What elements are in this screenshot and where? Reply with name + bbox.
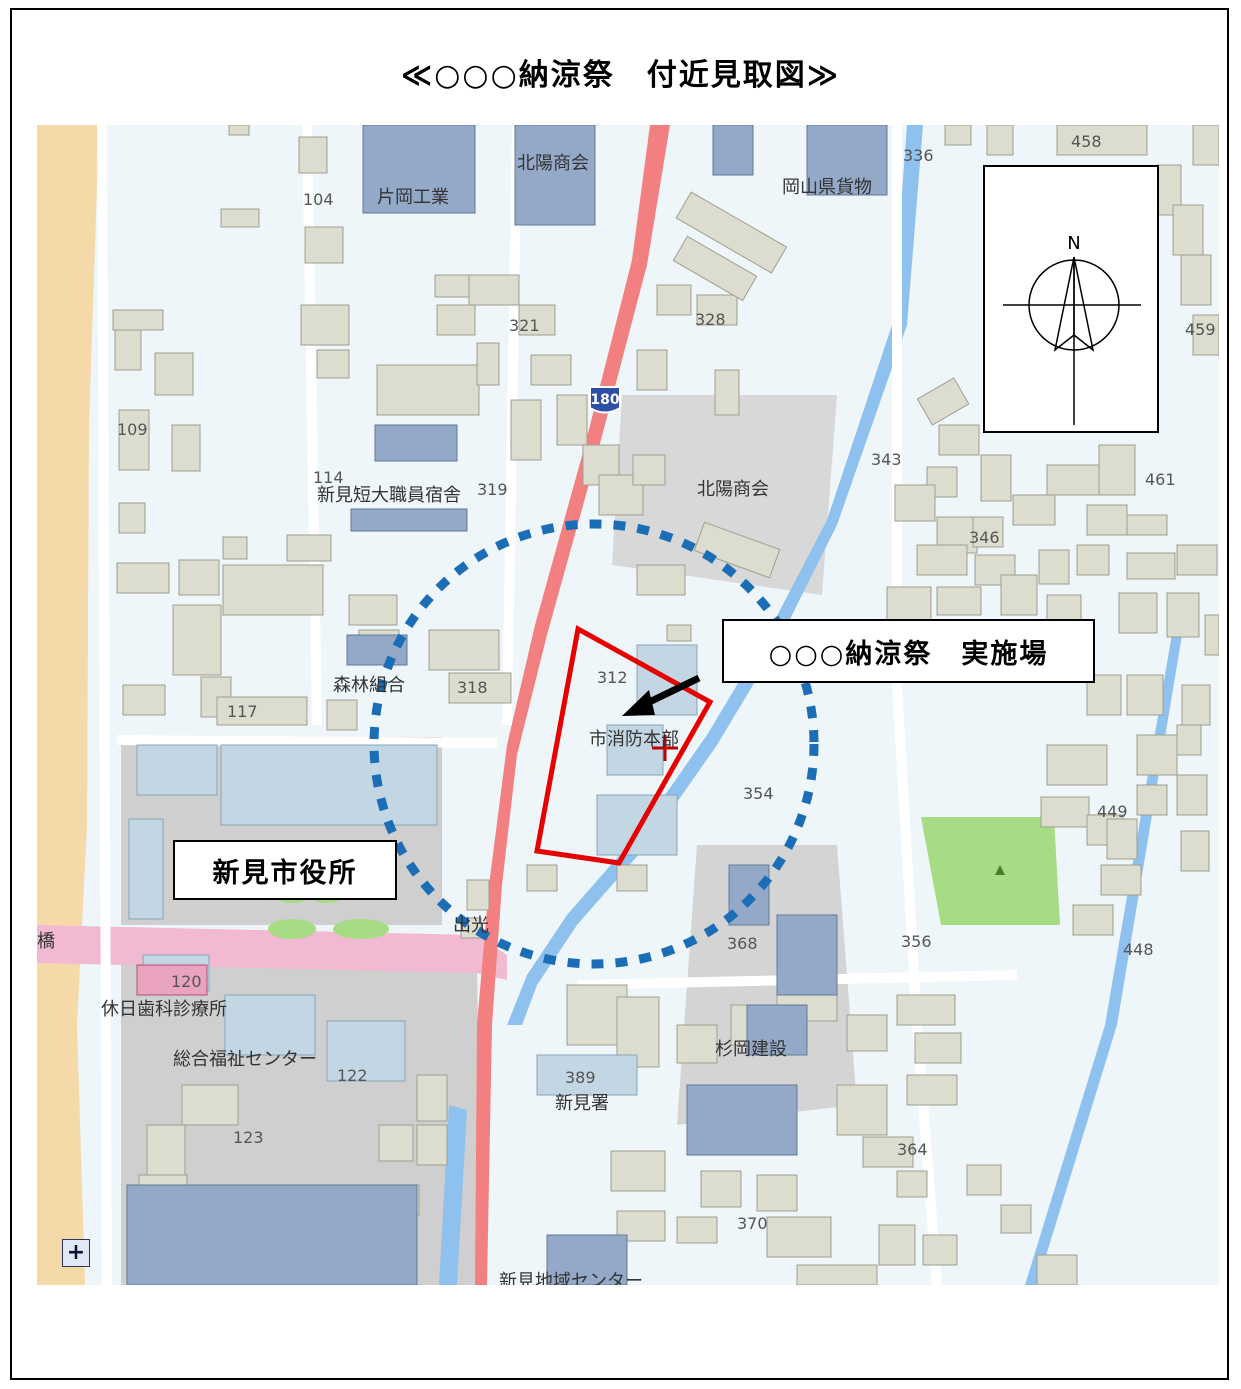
route-180-road xyxy=(475,125,670,1285)
label-sugioka: 杉岡建設 xyxy=(715,1039,787,1060)
lot-459: 459 xyxy=(1185,320,1216,339)
label-fire: 市消防本部 xyxy=(589,729,679,750)
lot-370: 370 xyxy=(737,1214,768,1233)
label-fukushi: 総合福祉センター xyxy=(173,1049,317,1070)
lot-343: 343 xyxy=(871,450,902,469)
lot-448: 448 xyxy=(1123,940,1154,959)
lot-117: 117 xyxy=(227,702,258,721)
lot-461: 461 xyxy=(1145,470,1176,489)
lot-109: 109 xyxy=(117,420,148,439)
city-hall-callout: 新見市役所 xyxy=(173,840,397,900)
public-buildings xyxy=(128,644,698,1096)
beach-area xyxy=(37,125,99,1285)
lot-346: 346 xyxy=(969,528,1000,547)
north-arrow-icon: N xyxy=(1003,233,1141,425)
map-labels: 片岡工業 北陽商会 岡山県貨物 北陽商会 新見短大職員宿舎 森林組合 市消防本部… xyxy=(37,132,1216,1285)
river-east xyxy=(1025,605,1187,1285)
lot-122: 122 xyxy=(337,1066,368,1085)
north-arrow-box: N xyxy=(983,165,1159,433)
park-icon xyxy=(995,865,1005,875)
lot-104: 104 xyxy=(303,190,334,209)
hospital-building xyxy=(136,964,208,996)
lot-114: 114 xyxy=(313,468,344,487)
label-okayama: 岡山県貨物 xyxy=(782,177,872,198)
label-shinrin: 森林組合 xyxy=(333,675,405,696)
lot-312: 312 xyxy=(597,668,628,687)
lot-449: 449 xyxy=(1097,802,1128,821)
lot-328: 328 xyxy=(695,310,726,329)
label-kyujitsu: 休日歯科診療所 xyxy=(101,999,227,1020)
lot-120: 120 xyxy=(171,972,202,991)
road-pink xyxy=(37,925,507,980)
venue-callout: ○○○納涼祭 実施場 xyxy=(722,619,1095,683)
venue-outline xyxy=(534,625,714,866)
lot-318: 318 xyxy=(457,678,488,697)
lot-123: 123 xyxy=(233,1128,264,1147)
lot-321: 321 xyxy=(509,316,540,335)
svg-text:180: 180 xyxy=(590,392,619,408)
lot-458: 458 xyxy=(1071,132,1102,151)
label-kataoka: 片岡工業 xyxy=(377,187,449,208)
lot-356: 356 xyxy=(901,932,932,951)
label-idemitsu: 出光 xyxy=(453,915,489,936)
lot-389: 389 xyxy=(565,1068,596,1087)
lot-354: 354 xyxy=(743,784,774,803)
page-title: ≪○○○納涼祭 付近見取図≫ xyxy=(400,58,841,93)
label-hokuyo-top: 北陽商会 xyxy=(517,153,589,174)
hokuyo-compound xyxy=(612,395,837,595)
radius-circle xyxy=(369,519,819,969)
map-view[interactable]: 180 片岡工業 北陽商会 岡山県貨物 北陽商会 新見短大職員宿舎 森林組合 市… xyxy=(37,125,1219,1285)
zoom-in-button[interactable]: + xyxy=(62,1239,90,1267)
lot-368: 368 xyxy=(727,934,758,953)
north-label: N xyxy=(1067,233,1080,254)
label-tandai: 新見短大職員宿舎 xyxy=(317,485,461,506)
label-shimachi: 新見地域センター xyxy=(499,1271,643,1285)
major-buildings xyxy=(126,125,888,1285)
venue-arrow xyxy=(622,674,701,716)
label-shinmisho: 新見署 xyxy=(555,1093,609,1114)
fire-station-marker xyxy=(652,735,678,761)
river-south xyxy=(439,1105,467,1285)
route-180-shield: 180 xyxy=(589,386,621,414)
label-hokuyo-mid: 北陽商会 xyxy=(697,479,769,500)
lot-336: 336 xyxy=(903,146,934,165)
lot-364: 364 xyxy=(897,1140,928,1159)
park-area xyxy=(921,817,1060,925)
label-bridge: 橋 xyxy=(37,931,55,952)
lot-319: 319 xyxy=(477,480,508,499)
